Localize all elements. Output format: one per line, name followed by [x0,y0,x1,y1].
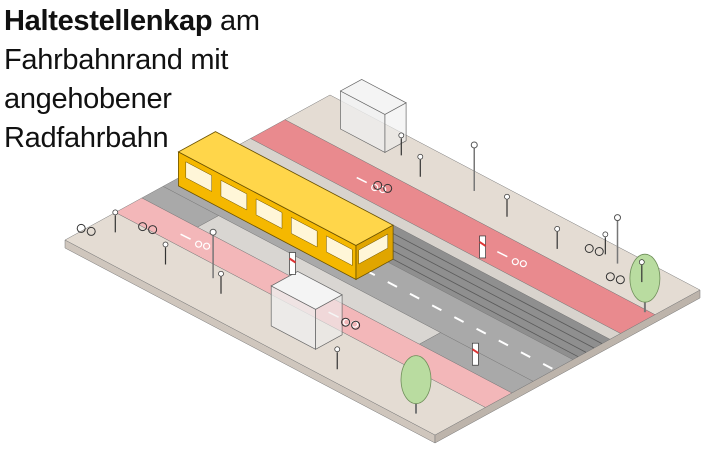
tram-window [255,198,283,229]
bicycle-wheel [86,226,96,236]
lane-dash [498,339,509,347]
title-line-1-rest: am [212,5,260,37]
bicycle-wheel [615,275,625,285]
bicycle-wheel [76,223,86,233]
title-line-3: angehobener [4,83,172,115]
title-line-1: Haltestellenkap am [4,2,260,41]
warning-post [479,235,486,259]
person-head [162,241,169,248]
lane-arrow-icon [180,233,191,240]
person-head [398,132,405,139]
bicycle-wheel [373,180,383,190]
lower-tram-shelter-roof [270,271,343,310]
lane-arrow-icon [356,176,368,184]
warning-post-stripe [471,348,479,355]
lane-dash [387,281,398,288]
tram-window [185,161,212,192]
tram-window [326,235,353,266]
bike-lane-symbol-icon [203,242,211,250]
lane-dash [453,316,465,323]
tram-windshield [358,233,389,265]
street-lamp-icon [209,228,217,236]
person-head [504,193,510,200]
lane-dash [542,363,553,370]
bicycle-wheel [341,317,351,327]
lane-dash [520,351,531,358]
bike-lane-symbol-icon [371,183,379,192]
person-head [112,209,119,216]
bike-lane-symbol-icon [379,185,387,194]
tram-window [291,216,318,248]
person-head [417,153,424,160]
bicycle-wheel [584,244,594,253]
bike-lane-symbol-icon [519,260,527,268]
title-line-4: Radfahrbahn [4,122,169,154]
bicycle-wheel [138,222,148,232]
bicycle-wheel [351,320,361,330]
person-head [554,226,561,232]
bike-lane-symbol-icon [511,258,519,266]
warning-post-stripe [288,257,297,264]
tram-window [220,179,248,211]
diagram-title: Haltestellenkap am Fahrbahnrand mit ange… [4,2,260,158]
bicycle-wheel [605,272,615,282]
lane-dash [431,304,442,312]
bike-lane-symbol-icon [195,240,203,248]
person-head [638,259,645,265]
warning-post [289,252,296,275]
warning-post [472,342,479,366]
warning-post-stripe [478,241,487,247]
street-lamp-icon [614,214,621,222]
person-head [334,346,341,353]
lane-arrow-icon [496,251,508,258]
bicycle-wheel [594,247,604,256]
person-head [218,270,224,277]
tree-icon [400,355,432,405]
lane-dash [476,327,487,335]
person-head [602,231,609,238]
lane-dash [409,292,420,300]
upper-bus-shelter-roof [339,79,407,115]
title-line-2: Fahrbahnrand mit [4,44,229,76]
bicycle-wheel [148,225,158,235]
bicycle-wheel [383,183,393,193]
street-lamp-icon [470,141,478,149]
tree-icon [629,253,661,303]
title-bold: Haltestellenkap [4,5,213,37]
